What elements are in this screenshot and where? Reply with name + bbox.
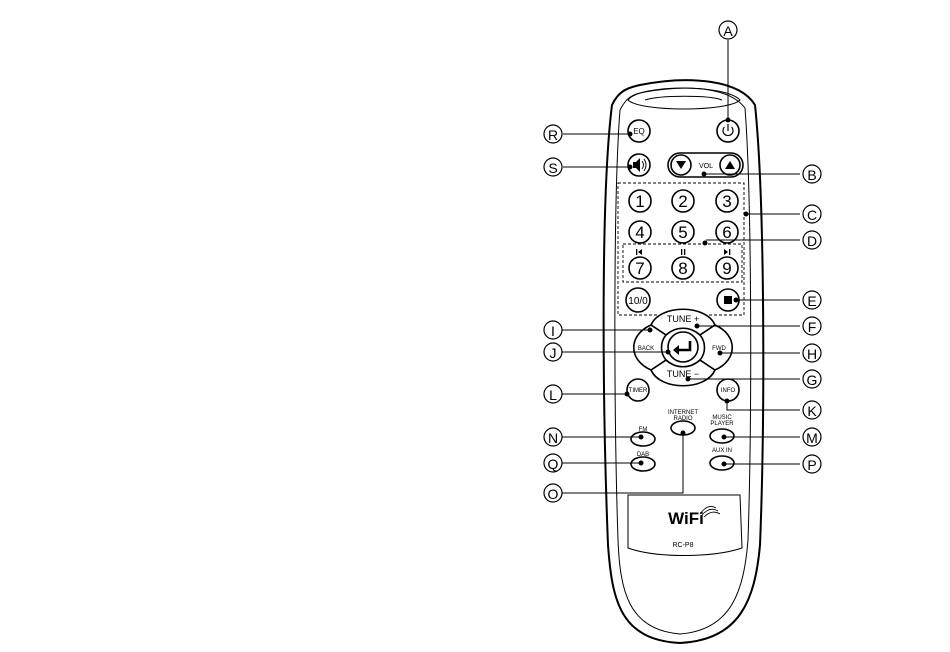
svg-text:H: H [807, 346, 817, 362]
info-button[interactable]: INFO [717, 379, 739, 401]
tune-plus-label: TUNE + [667, 314, 699, 324]
svg-text:I: I [551, 323, 555, 339]
callout-n: N [544, 428, 562, 446]
music-player-label-line2: PLAYER [710, 421, 734, 427]
aux-in-button[interactable]: AUX IN [710, 448, 734, 470]
digit-button-2[interactable]: 2 [672, 190, 694, 212]
svg-text:S: S [548, 160, 557, 176]
callout-q: Q [544, 454, 562, 472]
svg-text:A: A [723, 23, 733, 39]
svg-text:L: L [549, 387, 557, 403]
svg-text:INFO: INFO [721, 388, 736, 394]
svg-text:D: D [807, 233, 817, 249]
svg-text:E: E [807, 293, 816, 309]
callout-s: S [544, 158, 562, 176]
digit-button-8[interactable]: 8 [672, 257, 694, 279]
svg-text:R: R [548, 127, 558, 143]
aux-in-label: AUX IN [712, 448, 732, 454]
svg-text:F: F [808, 319, 817, 335]
callout-m: M [803, 428, 821, 446]
callout-f: F [803, 317, 821, 335]
svg-text:M: M [806, 430, 818, 446]
callout-p: P [803, 455, 821, 473]
svg-text:O: O [548, 486, 559, 502]
svg-text:1: 1 [635, 192, 644, 211]
svg-text:10/0: 10/0 [628, 296, 648, 307]
callout-d: D [803, 231, 821, 249]
svg-text:EQ: EQ [633, 127, 645, 136]
svg-text:J: J [550, 345, 557, 361]
tune-minus-label: TUNE − [667, 369, 699, 379]
svg-text:2: 2 [678, 192, 687, 211]
power-button[interactable] [717, 120, 739, 142]
svg-text:5: 5 [678, 223, 687, 242]
callout-g: G [803, 370, 821, 388]
timer-button[interactable]: TIMER [627, 379, 649, 401]
digit-button-5[interactable]: 5 [672, 221, 694, 243]
digit-button-9[interactable]: 9 [716, 257, 738, 279]
svg-text:C: C [807, 207, 817, 223]
svg-text:N: N [548, 430, 558, 446]
svg-text:WiFi: WiFi [668, 509, 704, 528]
svg-text:TIMER: TIMER [629, 388, 648, 394]
callout-o: O [544, 484, 562, 502]
callout-b: B [803, 165, 821, 183]
digit-button-3[interactable]: 3 [716, 190, 738, 212]
enter-button[interactable] [668, 332, 698, 362]
svg-text:G: G [807, 372, 818, 388]
svg-text:B: B [807, 167, 816, 183]
callout-i: I [544, 321, 562, 339]
digit-button-4[interactable]: 4 [629, 221, 651, 243]
callout-h: H [803, 344, 821, 362]
callout-e: E [803, 291, 821, 309]
svg-text:4: 4 [635, 223, 644, 242]
ten-zero-button[interactable]: 10/0 [626, 288, 650, 312]
svg-text:7: 7 [635, 259, 644, 278]
callout-k: K [803, 401, 821, 419]
back-label: BACK [638, 346, 654, 352]
digit-button-1[interactable]: 1 [629, 190, 651, 212]
svg-text:3: 3 [722, 192, 731, 211]
stop-icon [724, 296, 732, 304]
svg-text:Q: Q [548, 456, 559, 472]
digit-button-7[interactable]: 7 [629, 257, 651, 279]
svg-text:P: P [807, 457, 816, 473]
callout-a: A [719, 21, 737, 39]
svg-text:VOL: VOL [699, 163, 713, 170]
model-label: RC-P8 [672, 542, 693, 549]
svg-text:6: 6 [722, 223, 731, 242]
callout-c: C [803, 205, 821, 223]
callout-j: J [544, 343, 562, 361]
eq-button[interactable]: EQ [628, 120, 650, 142]
callout-r: R [544, 125, 562, 143]
callout-l: L [544, 385, 562, 403]
svg-text:9: 9 [722, 259, 731, 278]
svg-text:8: 8 [678, 259, 687, 278]
svg-text:K: K [807, 403, 817, 419]
